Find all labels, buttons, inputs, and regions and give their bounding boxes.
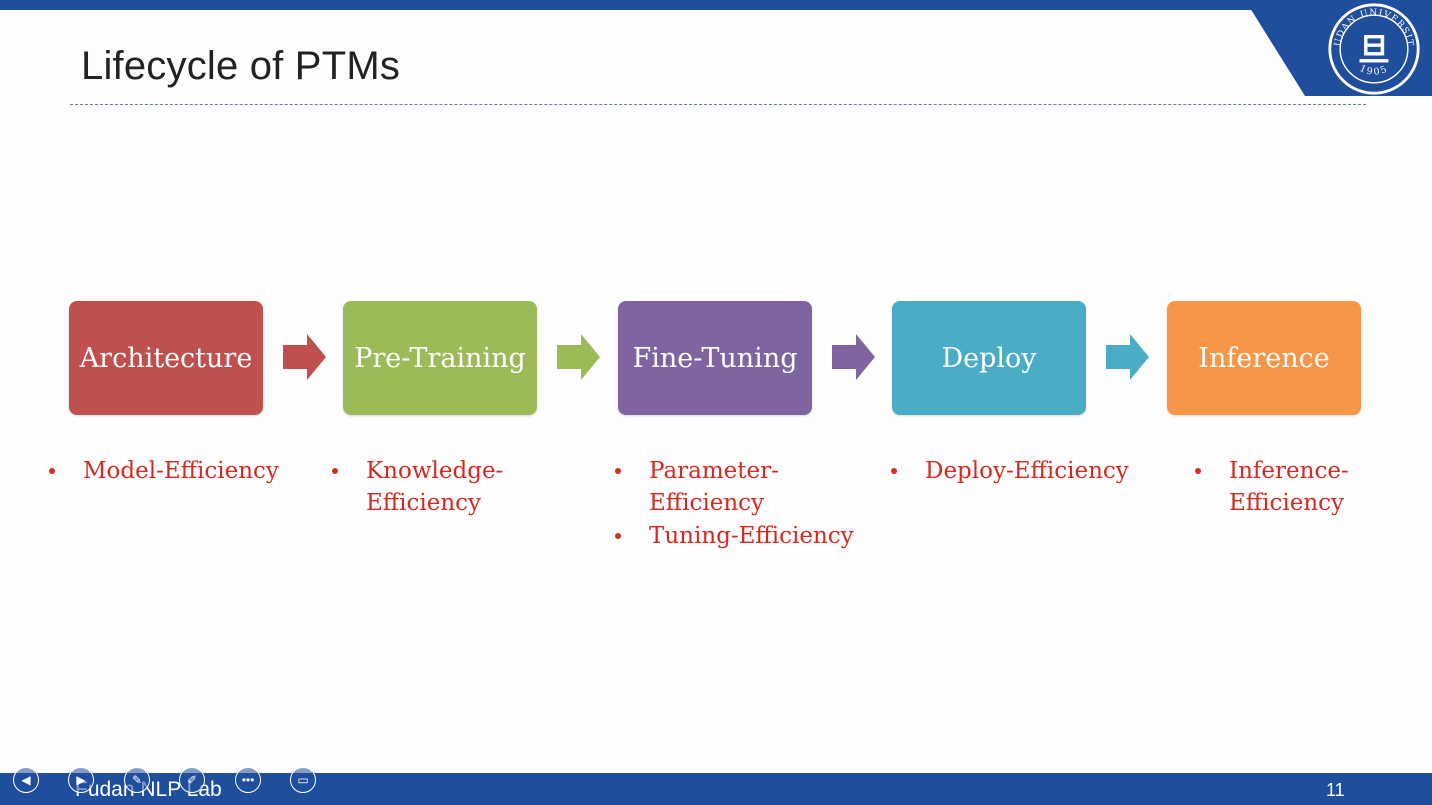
stage-label: Fine-Tuning: [632, 342, 798, 374]
previous-icon[interactable]: ◀: [13, 767, 39, 793]
stage-label: Architecture: [79, 342, 253, 374]
bullet-text: Knowledge- Efficiency: [366, 458, 504, 516]
bullet-dot-icon: [1195, 468, 1201, 474]
bullet-item: Tuning-Efficiency: [615, 520, 854, 552]
stage-deploy: Deploy: [892, 301, 1086, 415]
bullet-text: Model-Efficiency: [83, 458, 279, 484]
bullet-text: Deploy-Efficiency: [925, 458, 1129, 484]
bullet-item: Parameter- Efficiency: [615, 455, 854, 519]
logo-year: 1905: [1358, 63, 1389, 78]
arrow-shape: [832, 334, 875, 380]
arrow-icon: [283, 334, 326, 380]
bullets-architecture: Model-Efficiency: [49, 455, 279, 488]
bullet-text: Inference- Efficiency: [1229, 458, 1349, 516]
top-banner: [0, 0, 1432, 10]
bullet-text: Parameter- Efficiency: [649, 458, 779, 516]
next-icon[interactable]: ▶: [68, 767, 94, 793]
bullets-deploy: Deploy-Efficiency: [891, 455, 1129, 488]
stage-label: Deploy: [941, 342, 1037, 374]
bullet-item: Model-Efficiency: [49, 455, 279, 487]
bullet-dot-icon: [615, 468, 621, 474]
bullet-text: Tuning-Efficiency: [649, 523, 854, 549]
arrow-shape: [1106, 334, 1149, 380]
bullet-item: Inference- Efficiency: [1195, 455, 1349, 519]
bullet-item: Deploy-Efficiency: [891, 455, 1129, 487]
stage-fine-tuning: Fine-Tuning: [618, 301, 812, 415]
screen-icon[interactable]: ▭: [290, 767, 316, 793]
arrow-icon: [832, 334, 875, 380]
bullet-dot-icon: [49, 468, 55, 474]
arrow-shape: [283, 334, 326, 380]
pen-icon[interactable]: ✎: [124, 767, 150, 793]
title-divider: [70, 104, 1366, 105]
stage-label: Pre-Training: [354, 342, 526, 374]
stage-architecture: Architecture: [69, 301, 263, 415]
bullet-item: Knowledge- Efficiency: [332, 455, 503, 519]
arrow-icon: [1106, 334, 1149, 380]
stage-pre-training: Pre-Training: [343, 301, 537, 415]
more-icon[interactable]: •••: [235, 767, 261, 793]
edit-icon[interactable]: ✐: [179, 767, 205, 793]
bullet-dot-icon: [891, 468, 897, 474]
bullets-pre-training: Knowledge- Efficiency: [332, 455, 503, 520]
bullets-inference: Inference- Efficiency: [1195, 455, 1349, 520]
bullet-dot-icon: [615, 533, 621, 539]
bullets-fine-tuning: Parameter- Efficiency Tuning-Efficiency: [615, 455, 854, 553]
fudan-university-logo: FUDAN UNIVERSITY 1905 旦: [1327, 2, 1420, 95]
svg-text:1905: 1905: [1358, 63, 1391, 78]
slide-title: Lifecycle of PTMs: [81, 44, 401, 88]
stage-inference: Inference: [1167, 301, 1361, 415]
page-number: 11: [1326, 780, 1345, 800]
logo-glyph: 旦: [1358, 30, 1390, 68]
bullet-dot-icon: [332, 468, 338, 474]
arrow-icon: [557, 334, 600, 380]
arrow-shape: [557, 334, 600, 380]
stage-label: Inference: [1198, 342, 1330, 374]
